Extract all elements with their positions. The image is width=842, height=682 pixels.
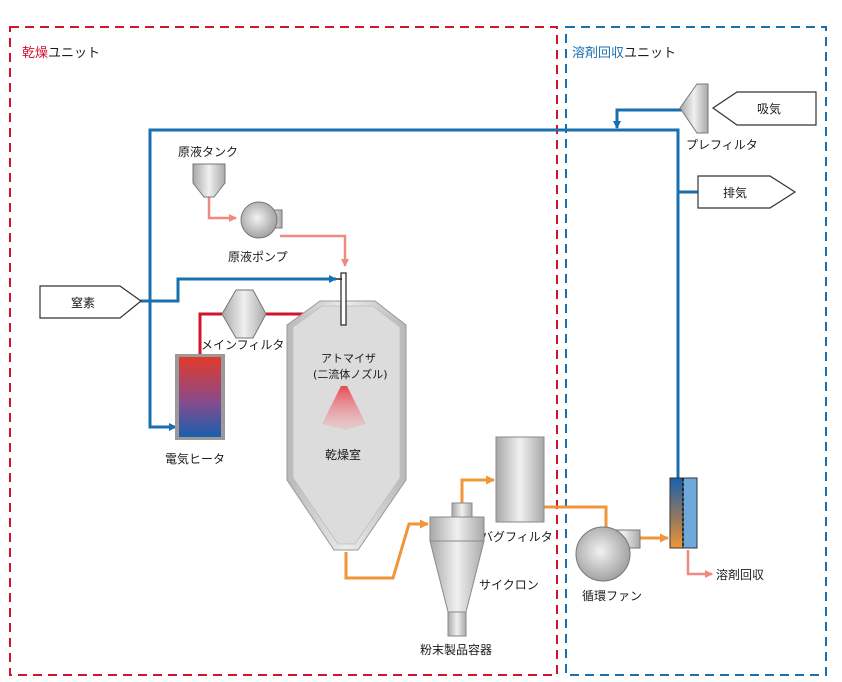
drying-unit-title: 乾燥ユニット (22, 46, 100, 61)
cyclone (429, 502, 485, 637)
main-filter-label: メインフィルタ (201, 338, 284, 352)
bag-filter (495, 436, 545, 523)
nitrogen-label: 窒素 (71, 295, 95, 310)
solvent-recovery-unit (669, 477, 698, 549)
spray-cone (322, 386, 366, 430)
exhaust-gas-lines (344, 475, 669, 580)
intake-port (711, 91, 817, 126)
solvent-unit-boundary (565, 26, 827, 676)
atomizer-label: アトマイザ (321, 352, 376, 365)
powder-container-label: 粉末製品容器 (420, 642, 492, 657)
solvent-recovery-label: 溶剤回収 (716, 567, 764, 582)
electric-heater-label: 電気ヒータ (165, 451, 225, 466)
main-filter (221, 289, 267, 339)
circulation-fan-label: 循環ファン (582, 589, 642, 603)
drying-unit-boundary (9, 26, 558, 676)
feed-tank-label: 原液タンク (178, 144, 238, 159)
feed-tank (192, 163, 226, 198)
circulation-fan (575, 526, 641, 582)
drying-chamber-label: 乾燥室 (325, 447, 361, 462)
exhaust-port (697, 175, 797, 209)
feed-pump (240, 201, 283, 239)
bag-filter-label: バグフィルタ (481, 530, 553, 544)
prefilter-label: プレフィルタ (686, 138, 758, 152)
intake-label: 吸気 (757, 101, 781, 116)
drying-chamber (286, 300, 407, 551)
nitrogen-inlet (39, 285, 142, 319)
atomizer (336, 272, 347, 326)
feed-lines (207, 197, 713, 578)
atomizer-sub-label: (二流体ノズル) (313, 367, 388, 381)
prefilter (679, 83, 709, 134)
exhaust-label: 排気 (723, 185, 747, 200)
solvent-unit-title: 溶剤回収ユニット (572, 45, 676, 61)
nitrogen-lines (140, 108, 698, 478)
cyclone-label: サイクロン (479, 578, 539, 592)
electric-heater (175, 354, 225, 440)
feed-pump-label: 原液ポンプ (228, 249, 288, 264)
